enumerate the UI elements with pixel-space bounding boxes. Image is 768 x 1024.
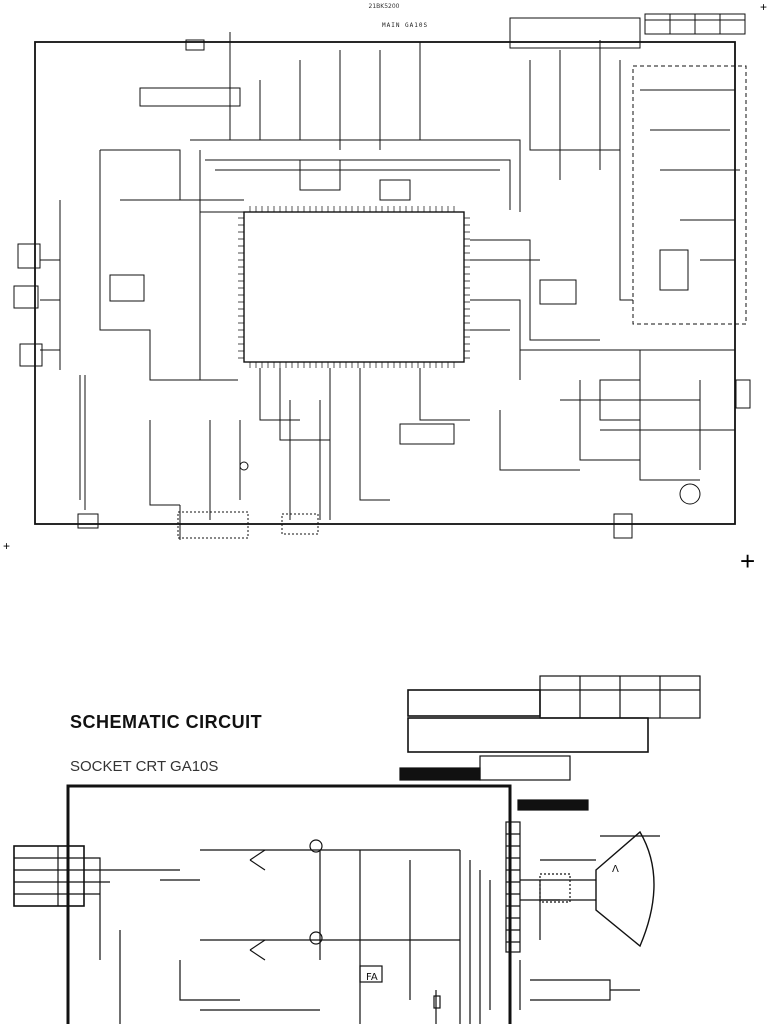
connector-left-2 xyxy=(13,285,39,309)
submodule-outline xyxy=(632,65,747,325)
crt-component-fa xyxy=(359,965,383,983)
crt-input-connector xyxy=(13,845,85,907)
svg-text:Λ: Λ xyxy=(612,864,619,875)
sub-ic-top xyxy=(139,87,241,107)
sub-ic-right xyxy=(539,279,577,305)
crt-note-box-1 xyxy=(407,689,541,717)
page-code: 21BK5200 xyxy=(368,3,400,10)
connector-left-1 xyxy=(17,243,41,269)
sub-ic-left xyxy=(109,274,145,302)
connector-bottom-1 xyxy=(77,513,99,529)
main-board-label: MAIN GA10S xyxy=(382,22,429,29)
crt-note-box-3 xyxy=(479,755,571,781)
crt-tube xyxy=(595,830,655,948)
registration-mark-left: + xyxy=(3,539,11,553)
crt-pin-column xyxy=(505,821,521,953)
notes-box xyxy=(509,17,641,49)
crt-note-box-2 xyxy=(407,717,649,753)
sub-ic-module xyxy=(659,249,689,291)
connector-top xyxy=(185,39,205,51)
crt-fuse xyxy=(433,995,441,1009)
registration-mark-top-right: + xyxy=(760,0,768,14)
crt-note-bar xyxy=(399,767,481,781)
schematic-title: SCHEMATIC CIRCUIT xyxy=(70,712,263,732)
main-board-schematic xyxy=(13,13,751,540)
sub-ic-bottom xyxy=(399,423,455,445)
connector-right xyxy=(735,379,751,409)
connector-left-3 xyxy=(19,343,43,367)
schematic-subtitle: SOCKET CRT GA10S xyxy=(70,758,219,775)
connector-bottom-4 xyxy=(613,513,633,539)
crt-board-outline xyxy=(66,784,512,1024)
crt-label-bar xyxy=(517,799,589,811)
transistor-symbol xyxy=(679,483,701,505)
svg-text:FA: FA xyxy=(366,972,378,983)
main-ic xyxy=(243,211,465,363)
connector-bottom-3 xyxy=(281,513,319,535)
registration-mark-right: + xyxy=(740,546,756,576)
